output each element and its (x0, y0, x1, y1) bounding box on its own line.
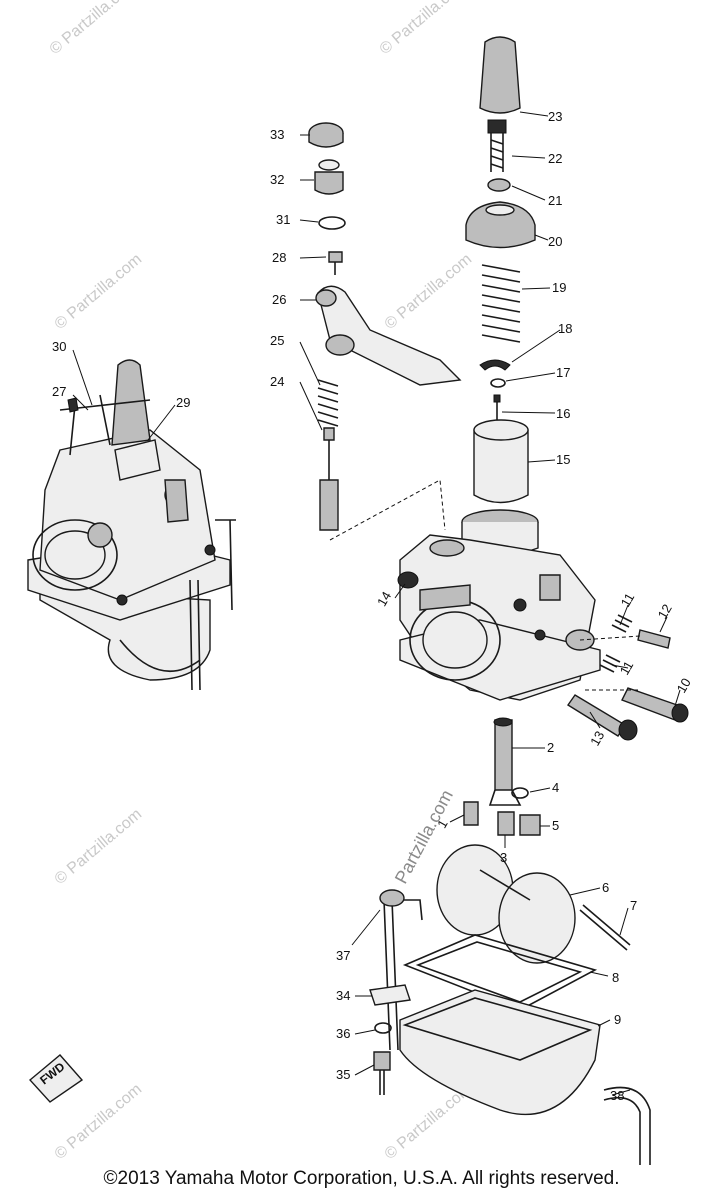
callout-17: 17 (556, 365, 570, 380)
callout-13: 13 (587, 728, 607, 748)
callout-37: 37 (336, 948, 350, 963)
callout-21: 21 (548, 193, 562, 208)
callout-15: 15 (556, 452, 570, 467)
callout-3: 3 (500, 850, 507, 865)
callout-28: 28 (272, 250, 286, 265)
leader-lines (72, 111, 681, 1096)
callout-30: 30 (52, 339, 66, 354)
callout-5: 5 (552, 818, 559, 833)
callout-11-lower: 11 (617, 658, 637, 677)
callout-9: 9 (614, 1012, 621, 1027)
callout-11-upper: 11 (618, 590, 638, 609)
callout-19: 19 (552, 280, 566, 295)
callout-35: 35 (336, 1067, 350, 1082)
callout-6: 6 (602, 880, 609, 895)
callout-36: 36 (336, 1026, 350, 1041)
callout-18: 18 (558, 321, 572, 336)
callout-26: 26 (272, 292, 286, 307)
callout-10: 10 (674, 676, 694, 696)
callout-29: 29 (176, 395, 190, 410)
callout-33: 33 (270, 127, 284, 142)
choke-linkage-parts (308, 122, 462, 541)
callout-8: 8 (612, 970, 619, 985)
callout-27: 27 (52, 384, 66, 399)
throttle-slide-parts (465, 36, 536, 504)
callout-24: 24 (270, 374, 284, 389)
watermark: © Partzilla.com (52, 251, 146, 333)
callout-7: 7 (630, 898, 637, 913)
callout-2: 2 (547, 740, 554, 755)
callout-25: 25 (270, 333, 284, 348)
callout-38: 38 (610, 1088, 624, 1103)
callout-labels: 23 22 21 20 19 18 17 16 15 33 32 31 28 2… (52, 109, 694, 1103)
forward-arrow-icon: FWD (28, 1054, 84, 1103)
callout-12: 12 (655, 602, 675, 622)
callout-22: 22 (548, 151, 562, 166)
callout-20: 20 (548, 234, 562, 249)
copyright-notice: ©2013 Yamaha Motor Corporation, U.S.A. A… (103, 1168, 620, 1189)
watermark: © Partzilla.com (47, 0, 141, 58)
callout-14: 14 (374, 589, 394, 609)
callout-32: 32 (270, 172, 284, 187)
callout-23: 23 (548, 109, 562, 124)
watermark: © Partzilla.com (52, 806, 146, 888)
carburetor-body (397, 509, 689, 741)
watermark: © Partzilla.com (382, 251, 476, 333)
callout-31: 31 (276, 212, 290, 227)
watermark: © Partzilla.com (377, 0, 471, 58)
assembled-carburetor (27, 359, 236, 691)
watermark: © Partzilla.com (52, 1081, 146, 1163)
float-bowl-parts: FWD (28, 717, 651, 1165)
callout-34: 34 (336, 988, 350, 1003)
callout-4: 4 (552, 780, 559, 795)
callout-16: 16 (556, 406, 570, 421)
